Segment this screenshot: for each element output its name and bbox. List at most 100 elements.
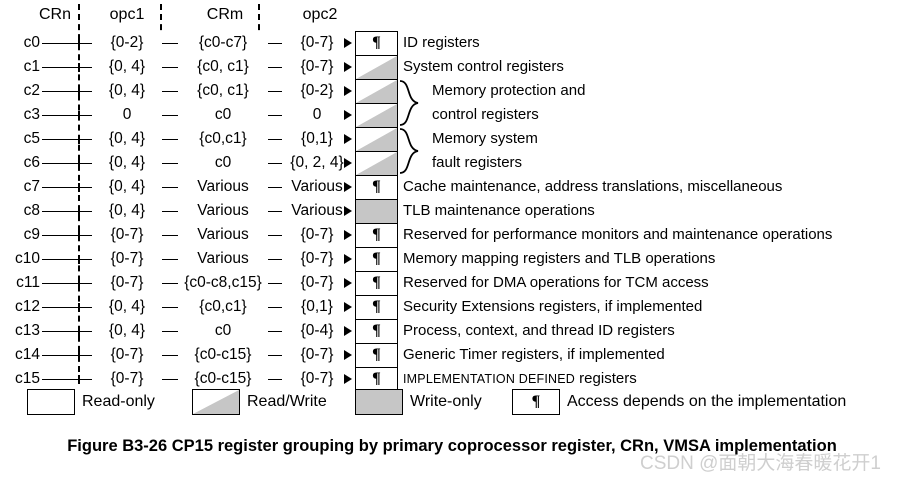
cell-crm: {c0-c15}: [178, 343, 268, 367]
divider-tick: [78, 374, 80, 384]
divider-tick: [78, 134, 80, 144]
cell-crm: {c0-c8,c15}: [178, 271, 268, 295]
cell-opc2: {0-4}: [282, 319, 352, 343]
row-arrow-icon: [344, 278, 352, 288]
divider-tick: [78, 326, 80, 336]
legend-label-read-only: Read-only: [82, 393, 155, 410]
crn-label: c9: [23, 226, 40, 243]
cell-crm: Various: [178, 223, 268, 247]
cell-crm: {c0,c1}: [178, 295, 268, 319]
cell-opc2: {0-7}: [282, 223, 352, 247]
column-header-opc1: opc1: [109, 6, 145, 23]
access-box-implementation-defined: ¶: [356, 176, 397, 200]
access-box-implementation-defined: ¶: [356, 344, 397, 368]
cell-opc2: {0-7}: [282, 55, 352, 79]
row-arrow-icon: [344, 110, 352, 120]
access-box-implementation-defined: ¶: [356, 368, 397, 392]
cell-opc1: {0, 4}: [92, 151, 162, 175]
cell-opc2: 0: [282, 103, 352, 127]
cell-crm: {c0, c1}: [178, 55, 268, 79]
pilcrow-icon: ¶: [372, 226, 381, 243]
register-row: c5{0, 4}{c0,c1}{0,1}: [0, 127, 904, 151]
group-brace-memory-protection: [399, 80, 419, 126]
register-row: c0{0-2}{c0-c7}{0-7}: [0, 31, 904, 55]
cell-opc2: {0,1}: [282, 295, 352, 319]
cell-opc1: {0, 4}: [92, 319, 162, 343]
divider-tick: [78, 110, 80, 120]
crn-label: c10: [15, 250, 40, 267]
row-description: ID registers: [403, 34, 480, 51]
access-box-read-write: [356, 104, 397, 128]
access-box-implementation-defined: ¶: [356, 296, 397, 320]
divider-tick: [78, 86, 80, 96]
crn-label: c8: [23, 202, 40, 219]
register-row: c2{0, 4}{c0, c1}{0-2}: [0, 79, 904, 103]
row-arrow-icon: [344, 86, 352, 96]
access-box-implementation-defined: ¶: [356, 224, 397, 248]
figure-caption: Figure B3-26 CP15 register grouping by p…: [67, 437, 837, 455]
cell-opc2: Various: [282, 175, 352, 199]
legend-label-write-only: Write-only: [410, 393, 482, 410]
pilcrow-icon: ¶: [372, 370, 381, 387]
row-arrow-icon: [344, 206, 352, 216]
cell-crm: Various: [178, 199, 268, 223]
group-brace-memory-fault: [399, 128, 419, 174]
crn-label: c6: [23, 154, 40, 171]
column-header-crn: CRn: [38, 6, 71, 23]
register-row: c15{0-7}{c0-c15}{0-7}: [0, 367, 904, 391]
register-row: c13{0, 4}c0{0-4}: [0, 319, 904, 343]
crn-label: c11: [16, 274, 40, 291]
access-box-read-write: [356, 56, 397, 80]
cell-opc2: {0-2}: [282, 79, 352, 103]
row-arrow-icon: [344, 182, 352, 192]
crn-label: c0: [23, 34, 40, 51]
cell-crm: {c0,c1}: [178, 127, 268, 151]
row-description: Process, context, and thread ID register…: [403, 322, 675, 339]
legend-label-implementation-defined: Access depends on the implementation: [567, 393, 847, 410]
pilcrow-icon: ¶: [372, 178, 381, 195]
access-box-implementation-defined: ¶: [356, 272, 397, 296]
row-description: Generic Timer registers, if implemented: [403, 346, 665, 363]
register-row: c12 {0, 4} {c0,c1} {0,1}: [0, 295, 904, 319]
cell-opc2: {0-7}: [282, 367, 352, 391]
row-arrow-icon: [344, 350, 352, 360]
cell-crm: Various: [178, 247, 268, 271]
cell-opc2: {0-7}: [282, 247, 352, 271]
cell-opc2: {0-7}: [282, 271, 352, 295]
pilcrow-icon: ¶: [372, 34, 381, 51]
row-arrow-icon: [344, 38, 352, 48]
register-row: c6{0, 4}c0{0, 2, 4}: [0, 151, 904, 175]
cell-opc2: Various: [282, 199, 352, 223]
row-arrow-icon: [344, 374, 352, 384]
cell-opc2: {0-7}: [282, 343, 352, 367]
column-divider-1: [78, 4, 80, 382]
legend-swatch-read-only: [27, 389, 75, 415]
crn-label: c3: [23, 106, 40, 123]
legend-label-read-write: Read/Write: [247, 393, 327, 410]
cell-opc1: {0-7}: [92, 271, 162, 295]
pilcrow-icon: ¶: [372, 298, 381, 315]
row-description: Security Extensions registers, if implem…: [403, 298, 703, 315]
register-row: c9{0-7}Various{0-7}: [0, 223, 904, 247]
legend-swatch-implementation-defined: ¶: [512, 389, 560, 415]
row-arrow-icon: [344, 254, 352, 264]
cell-opc1: {0, 4}: [92, 295, 162, 319]
divider-tick: [78, 62, 80, 72]
access-box-implementation-defined: ¶: [356, 320, 397, 344]
pilcrow-icon: ¶: [372, 274, 381, 291]
cell-opc1: {0, 4}: [92, 55, 162, 79]
group-desc-memory-protection-line2: control registers: [432, 106, 539, 123]
cell-crm: c0: [178, 151, 268, 175]
divider-tick: [78, 254, 80, 264]
crn-label: c12: [15, 298, 40, 315]
crn-label: c2: [23, 82, 40, 99]
row-description: System control registers: [403, 58, 564, 75]
divider-tick: [78, 182, 80, 192]
pilcrow-icon: ¶: [372, 322, 381, 339]
access-box-read-write: [356, 152, 397, 176]
cell-crm: {c0-c7}: [178, 31, 268, 55]
